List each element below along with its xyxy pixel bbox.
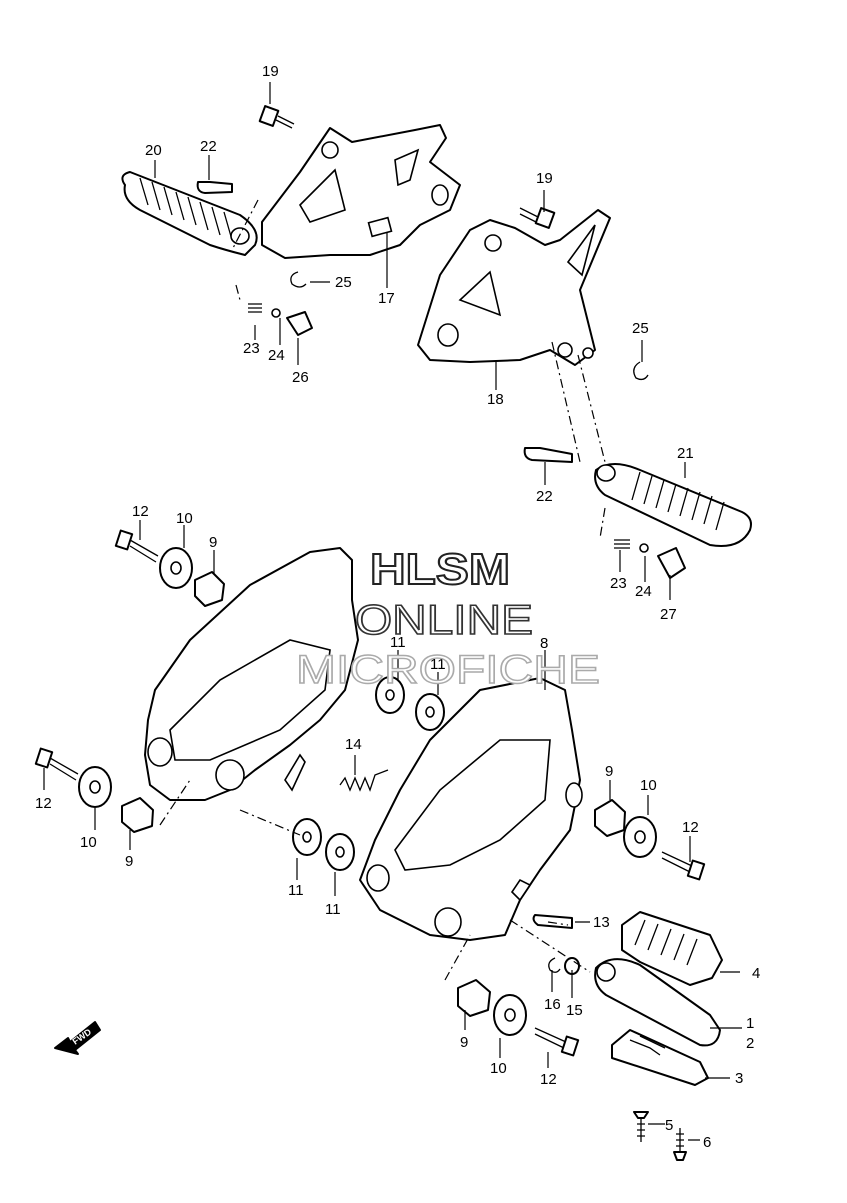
left-foot-peg	[121, 171, 258, 256]
callout-9-mid: 9	[125, 853, 133, 870]
callout-12-bottom: 12	[540, 1071, 557, 1088]
watermark-line-1: HLSM	[370, 545, 510, 594]
left-footrest-bracket	[261, 124, 461, 259]
callout-17: 17	[378, 290, 395, 307]
right-foot-peg	[594, 463, 752, 547]
clip-25-upper	[290, 271, 307, 288]
pin-22-lower	[523, 447, 573, 463]
pin-13	[532, 914, 573, 929]
callout-12-right: 12	[682, 819, 699, 836]
callout-11-b: 11	[430, 656, 446, 673]
callout-22-upper: 22	[200, 138, 217, 155]
plate-27	[657, 547, 686, 579]
callout-10-bottom: 10	[490, 1060, 507, 1077]
callout-10-right: 10	[640, 777, 657, 794]
foot-peg-1	[594, 958, 721, 1047]
callout-27: 27	[660, 606, 677, 623]
bolt-12-mid-left	[34, 747, 79, 781]
callout-20: 20	[145, 142, 162, 159]
callout-26: 26	[292, 369, 309, 386]
callout-13: 13	[593, 914, 610, 931]
callout-9-top: 9	[209, 534, 217, 551]
callout-12-top: 12	[132, 503, 149, 520]
callout-19-upper: 19	[262, 63, 279, 80]
right-footrest-bracket	[417, 209, 611, 366]
callout-14: 14	[345, 736, 362, 753]
callout-25-lower: 25	[632, 320, 649, 337]
callout-4: 4	[752, 965, 760, 982]
callout-15: 15	[566, 1002, 583, 1019]
bushing-9-mid-left	[121, 797, 154, 833]
bolt-19-lower	[519, 207, 556, 229]
pin-22-upper	[196, 181, 233, 194]
clip-25-lower	[633, 361, 649, 381]
bolt-12-right	[661, 851, 706, 881]
assembly-line-upper	[231, 199, 606, 539]
bolt-12-bottom	[534, 1027, 580, 1057]
callout-24-lower: 24	[635, 583, 652, 600]
watermark-line-2: ONLINE	[355, 596, 533, 643]
callout-21: 21	[677, 445, 694, 462]
callout-11-c: 11	[288, 882, 304, 899]
assembly-line-lower	[159, 779, 591, 981]
callout-10-top: 10	[176, 510, 193, 527]
right-heel-guard	[359, 677, 583, 941]
fwd-arrow-icon: FWD	[54, 1021, 101, 1055]
callout-2: 2	[746, 1035, 754, 1052]
leader-lines	[43, 82, 742, 1141]
callout-22-lower: 22	[536, 488, 553, 505]
callout-11-d: 11	[325, 901, 341, 918]
bolt-12-top-left	[114, 529, 159, 563]
screw-5	[633, 1111, 649, 1142]
callout-23-lower: 23	[610, 575, 627, 592]
callout-6: 6	[703, 1134, 711, 1151]
bushing-9-bottom	[457, 979, 491, 1017]
bushing-9-right	[594, 799, 626, 837]
callout-8: 8	[540, 635, 548, 652]
callout-24-upper: 24	[268, 347, 285, 364]
callout-19-lower: 19	[536, 170, 553, 187]
callout-9-bottom: 9	[460, 1034, 468, 1051]
screw-6	[673, 1128, 687, 1161]
callout-3: 3	[735, 1070, 743, 1087]
spring-23-upper	[248, 303, 262, 313]
callout-9-right: 9	[605, 763, 613, 780]
callout-23-upper: 23	[243, 340, 260, 357]
ball-24-lower	[639, 543, 649, 553]
plate-26	[286, 311, 313, 336]
clip-16	[548, 957, 561, 973]
callout-11-a: 11	[390, 634, 406, 651]
callout-5: 5	[665, 1117, 673, 1134]
callout-16: 16	[544, 996, 561, 1013]
bolt-19-upper	[258, 105, 295, 129]
watermark-line-3: MICROFICHE	[296, 648, 600, 692]
callout-labels: 19 20 22 25 17 23 24 26 19 25 18 22 21 2…	[35, 63, 760, 1151]
watermark: HLSM ONLINE MICROFICHE	[295, 544, 600, 693]
callout-18: 18	[487, 391, 504, 408]
callout-25-upper: 25	[335, 274, 352, 291]
ball-24-upper	[271, 308, 281, 318]
left-heel-guard	[144, 547, 359, 801]
callout-1: 1	[746, 1015, 754, 1032]
bushing-9-top-left	[194, 571, 225, 607]
spring-23-lower	[614, 539, 630, 549]
spring-14	[339, 769, 389, 792]
callout-12-mid: 12	[35, 795, 52, 812]
callout-10-mid: 10	[80, 834, 97, 851]
peg-rubber-4	[621, 911, 723, 986]
